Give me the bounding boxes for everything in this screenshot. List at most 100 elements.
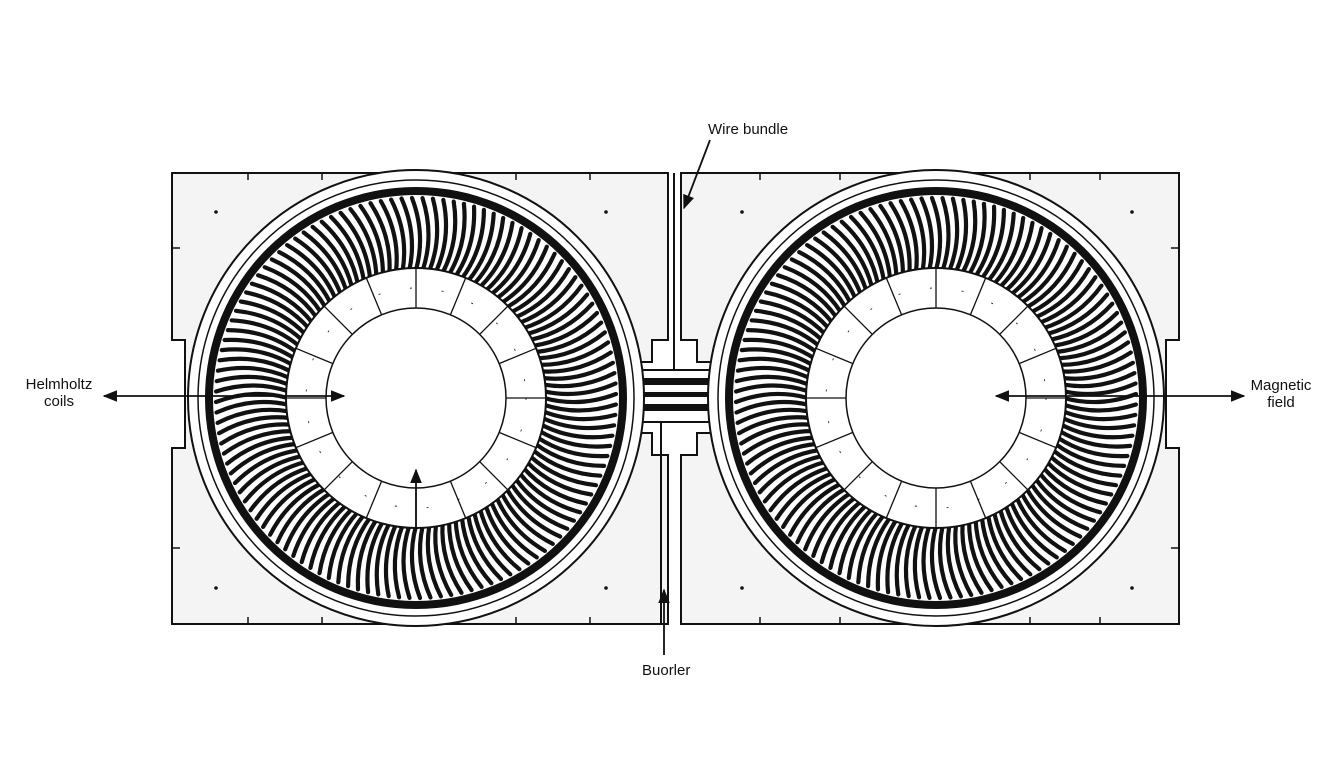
- winding-strand: [326, 509, 360, 581]
- winding-strand: [1037, 471, 1103, 515]
- coil-bore: [845, 307, 1027, 489]
- segment-divider: [999, 305, 1029, 335]
- winding-strand: [837, 506, 875, 576]
- winding-strand: [919, 196, 935, 273]
- winding-strand: [1009, 499, 1059, 560]
- winding-strand: [214, 374, 291, 387]
- winding-strand: [992, 215, 1026, 287]
- winding-strand: [885, 519, 905, 595]
- winding-strand: [244, 290, 311, 331]
- winding-strand: [733, 391, 811, 405]
- winding-strand: [477, 220, 515, 290]
- winding-strand: [269, 257, 328, 310]
- winding-strand: [233, 308, 305, 342]
- winding-strand: [856, 512, 886, 585]
- winding-strand: [308, 503, 349, 570]
- winding-strand: [541, 371, 617, 389]
- winding-strand: [453, 204, 477, 279]
- segment-divider: [365, 480, 383, 519]
- winding-strand: [215, 407, 291, 425]
- winding-strand: [1029, 481, 1090, 531]
- winding-strand: [1003, 226, 1044, 293]
- winding-strand: [389, 197, 407, 273]
- winding-strand: [293, 236, 343, 297]
- winding-strand: [735, 407, 811, 425]
- segment-divider: [295, 347, 334, 365]
- winding-strand: [828, 503, 869, 570]
- winding-strand: [960, 199, 978, 275]
- winding-strand: [734, 399, 811, 415]
- winding-strand: [446, 519, 474, 593]
- winding-strand: [262, 265, 323, 315]
- winding-strand: [524, 459, 594, 497]
- winding-strand: [527, 454, 599, 488]
- winding-strand: [215, 365, 292, 381]
- winding-strand: [1059, 422, 1135, 440]
- winding-strand: [1029, 259, 1084, 315]
- winding-strand: [929, 195, 943, 273]
- winding-strand: [427, 196, 440, 273]
- winding-strand: [365, 519, 385, 595]
- winding-strand: [541, 391, 619, 405]
- winding-strand: [1019, 244, 1069, 305]
- winding-strand: [921, 523, 932, 600]
- winding-strand: [358, 203, 386, 277]
- winding-strand: [489, 231, 533, 297]
- annotation-arrows: [102, 139, 1246, 655]
- segment-divider: [1018, 347, 1057, 365]
- winding-strand: [940, 196, 951, 273]
- winding-strand: [1037, 275, 1098, 325]
- winding-strand: [1059, 350, 1133, 374]
- winding-strand: [762, 459, 828, 504]
- segment-divider: [498, 347, 537, 365]
- screw-dot: [604, 586, 608, 590]
- winding-strand: [1061, 409, 1138, 422]
- winding-strand: [868, 207, 899, 279]
- winding-strand: [256, 273, 319, 320]
- winding-strand: [1053, 320, 1124, 355]
- winding-strand: [929, 523, 943, 601]
- helmholtz-label-line1: Helmholtz: [25, 376, 93, 393]
- winding-strand: [912, 523, 925, 600]
- winding-strand: [937, 523, 953, 600]
- segment-divider: [843, 461, 873, 491]
- winding-strand: [846, 509, 880, 581]
- winding-strand: [425, 523, 443, 599]
- winding-strand: [466, 512, 504, 582]
- winding-strand: [513, 476, 576, 523]
- winding-strand: [238, 299, 308, 337]
- winding-strand: [821, 230, 869, 293]
- winding-strand: [734, 374, 811, 387]
- winding-strand: [1014, 495, 1067, 553]
- winding-strand: [1050, 448, 1123, 478]
- segment-divider: [479, 461, 509, 491]
- winding-strand: [355, 517, 379, 592]
- winding-strand: [788, 481, 843, 537]
- winding-strand: [819, 499, 863, 565]
- segment-divider: [323, 461, 353, 491]
- coil-bore: [325, 307, 507, 489]
- winding-strand: [541, 402, 618, 413]
- winding-strand: [338, 210, 373, 281]
- winding-strand: [219, 347, 295, 367]
- winding-strand: [261, 476, 319, 529]
- winding-strand: [737, 415, 812, 436]
- winding-strand: [517, 275, 578, 325]
- winding-strand: [1055, 330, 1127, 361]
- winding-strand: [1014, 238, 1061, 301]
- winding-strand: [477, 506, 522, 572]
- winding-strand: [319, 219, 360, 287]
- magnetic-field-label: Magnetic field: [1246, 377, 1316, 411]
- winding-strand: [979, 207, 1006, 281]
- helmholtz-coil-right: [707, 169, 1165, 627]
- winding-strand: [903, 522, 919, 599]
- winding-strand: [742, 337, 817, 361]
- winding-strand: [225, 328, 299, 355]
- winding-strand: [967, 201, 987, 277]
- winding-strand: [328, 214, 366, 284]
- winding-strand: [803, 491, 853, 552]
- winding-strand: [1061, 402, 1138, 413]
- winding-strand: [346, 515, 373, 589]
- winding-strand: [945, 523, 963, 599]
- winding-strand: [277, 250, 333, 305]
